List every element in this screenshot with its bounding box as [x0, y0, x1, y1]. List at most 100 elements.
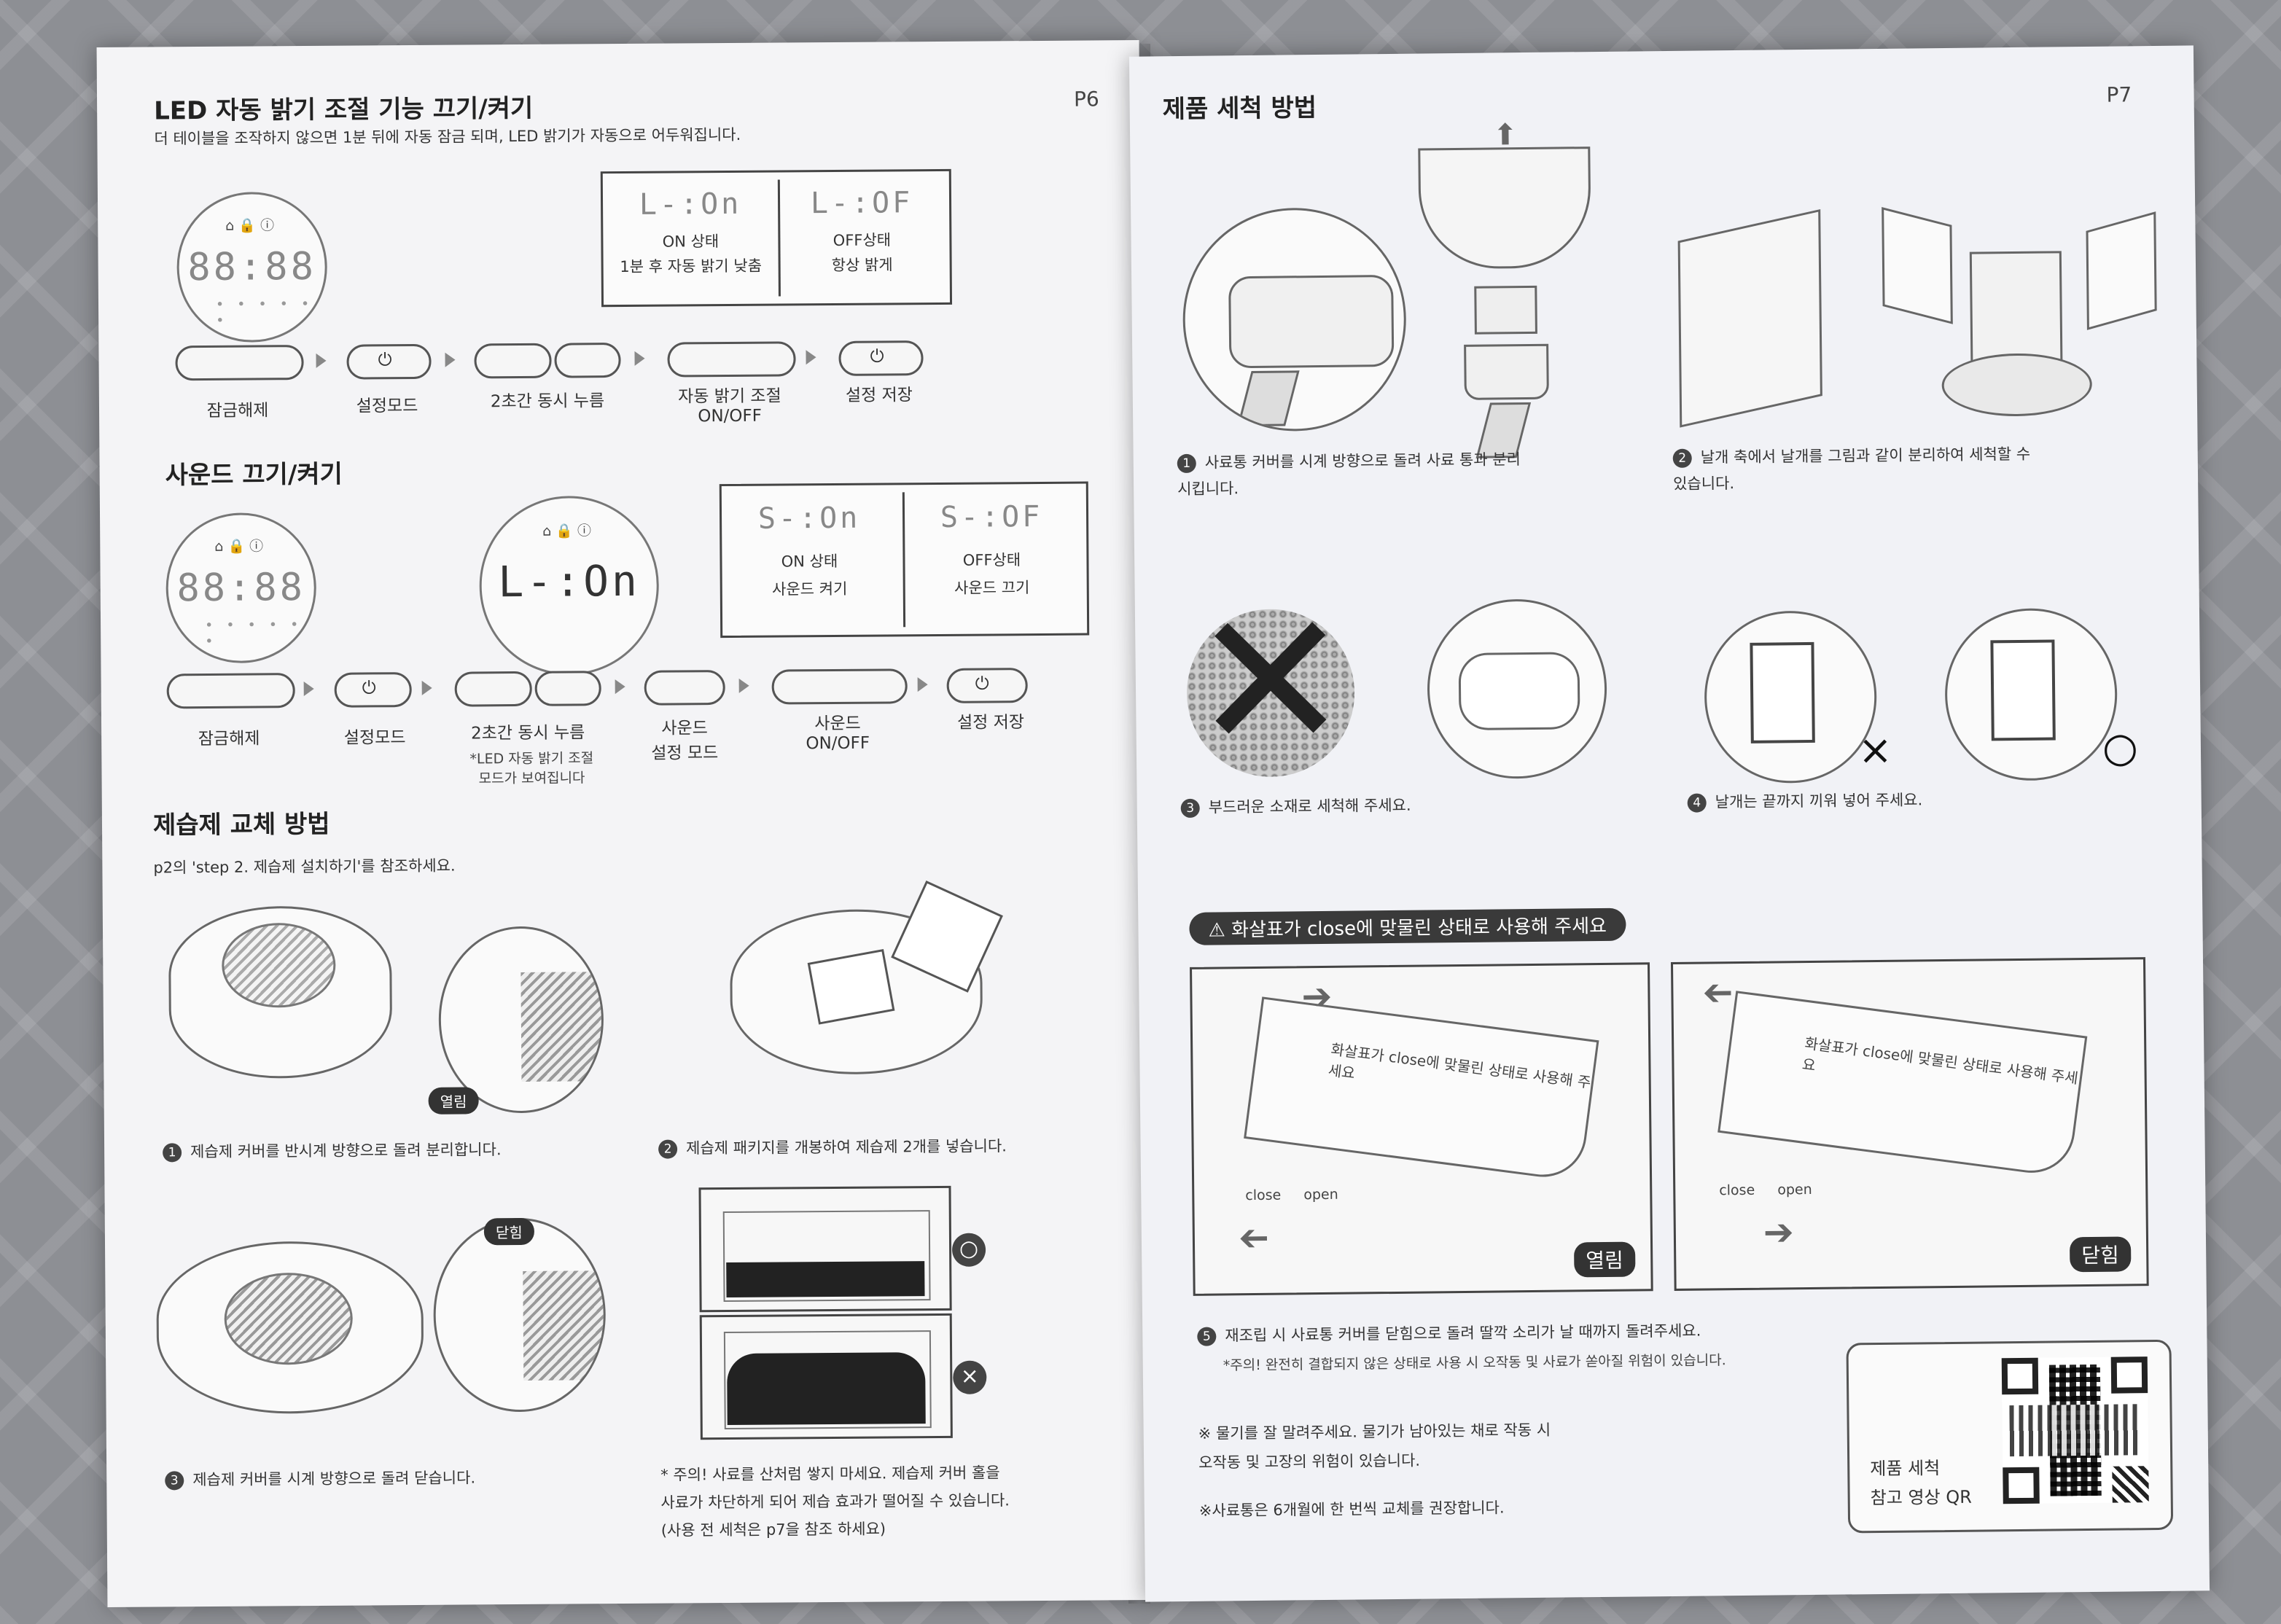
cover-body [1228, 274, 1395, 369]
warning-icon: ⚠ [1208, 919, 1232, 942]
close-state-panel: 화살표가 close에 맞물린 상태로 사용해 주세요 close open ➔… [1670, 957, 2149, 1291]
power-icon: ⏻ [870, 346, 884, 367]
blade-wing [1882, 207, 1953, 324]
led-step-setting: 설정모드 [356, 396, 418, 416]
food-container [1418, 147, 1592, 270]
step-number: 3 [165, 1471, 184, 1491]
led-brightness-buttons[interactable] [667, 341, 796, 378]
blade-removal [1677, 208, 1822, 428]
food-level-flat [726, 1261, 925, 1298]
up-arrow-icon: ⬆ [1492, 118, 1518, 152]
sound-step-toggle: 사운드 ON/OFF [806, 714, 870, 754]
led-save-button[interactable]: ⏻ [838, 340, 924, 376]
sound-power-button[interactable]: ⏻ [334, 672, 412, 708]
desiccant-closed-illustration [432, 1217, 607, 1413]
open-tag: 열림 [1574, 1241, 1636, 1278]
led-unlock-buttons[interactable] [175, 345, 304, 381]
sound-left-button[interactable] [454, 671, 532, 707]
led-step-save: 설정 저장 [845, 386, 913, 405]
sponge-icon [1458, 652, 1580, 731]
led-right-button[interactable] [554, 343, 621, 378]
desiccant-reference: p2의 'step 2. 제습제 설치하기'를 참조하세요. [153, 856, 456, 877]
led-step-press: 2초간 동시 누름 [490, 391, 605, 412]
led-step-auto: 자동 밝기 조절 ON/OFF [678, 386, 781, 426]
step-number: 5 [1197, 1327, 1217, 1346]
label-open: open [1777, 1181, 1812, 1198]
close-tag: 닫힘 [483, 1217, 534, 1246]
sound-toggle-buttons[interactable] [771, 668, 908, 705]
warning-text: 화살표가 close에 맞물린 상태로 사용해 주세요 [1231, 915, 1607, 942]
led-display-circle: ⌂ 🔒 ⓘ 88:88 • • • • • • [176, 191, 328, 343]
page-number-p6: P6 [1073, 87, 1099, 112]
desiccant-step2-text: 제습제 패키지를 개봉하여 제습제 2개를 넣습니다. [686, 1137, 1007, 1158]
qr-finder [2001, 1357, 2039, 1395]
cover-grid [224, 1272, 354, 1365]
led-left-button[interactable] [474, 343, 552, 379]
led-section-title: LED 자동 밝기 조절 기능 끄기/켜기 [154, 93, 534, 126]
callout-divider [902, 492, 906, 628]
cleaning-section-title: 제품 세척 방법 [1162, 93, 1317, 125]
desiccant-cover-illustration [168, 905, 393, 1080]
cleaning-step4-text: 날개는 끝까지 끼워 넣어 주세요. [1715, 791, 1923, 811]
sound-off-code: S-:OF [940, 499, 1043, 534]
qr-label: 제품 세척 참고 영상 QR [1870, 1458, 1972, 1509]
desiccant-step3-text: 제습제 커버를 시계 방향으로 돌려 닫습니다. [192, 1469, 476, 1489]
power-icon: ⏻ [362, 677, 376, 698]
led-off-desc: 항상 밝게 [831, 256, 893, 274]
led-on-title: ON 상태 [662, 233, 720, 251]
step-arrow [303, 681, 314, 697]
desiccant-section-title: 제습제 교체 방법 [152, 809, 330, 840]
right-arrow-icon: ➔ [1763, 1211, 1795, 1254]
sound-save-button[interactable]: ⏻ [946, 668, 1028, 703]
qr-box: 제품 세척 참고 영상 QR [1846, 1339, 2174, 1534]
sound-step-press: 2초간 동시 누름 [470, 723, 585, 743]
sound-unlock-buttons[interactable] [166, 673, 295, 709]
qr-code[interactable] [2001, 1356, 2149, 1504]
qr-modules [2009, 1404, 2142, 1457]
manual-page-p6: LED 자동 밝기 조절 기능 끄기/켜기 P6 더 테이블을 조작하지 않으면… [96, 40, 1150, 1607]
lid-label: 화살표가 close에 맞물린 상태로 사용해 주세요 [1244, 996, 1599, 1182]
qr-finder [2003, 1467, 2040, 1504]
step-arrow [917, 677, 928, 692]
sound-section-title: 사운드 끄기/켜기 [165, 459, 343, 491]
label-close: close [1719, 1182, 1755, 1199]
blade-wrong-illustration [1703, 610, 1878, 784]
cleaning-step3-text: 부드러운 소재로 세척해 주세요. [1208, 796, 1411, 816]
sound-on-title: ON 상태 [781, 552, 838, 571]
led-description: 더 테이블을 조작하지 않으면 1분 뒤에 자동 잠금 되며, LED 밝기가 … [154, 125, 741, 148]
blade-base [1941, 352, 2093, 418]
lid-label-text: 화살표가 close에 맞물린 상태로 사용해 주세요 [1801, 1034, 2080, 1088]
led-on-code: L-:On [639, 187, 742, 222]
cover-grid [221, 922, 336, 1008]
sound-step-note: *LED 자동 밝기 조절 모드가 보여집니다 [469, 750, 594, 787]
base-part [1464, 343, 1549, 400]
status-icons: ⌂ 🔒 ⓘ [542, 523, 592, 539]
chute [1237, 370, 1300, 427]
step-arrow [316, 353, 327, 368]
step-number: 1 [163, 1143, 182, 1163]
correct-mark: ○ [951, 1233, 986, 1267]
led-step-unlock: 잠금해제 [206, 401, 269, 421]
sound-step-setting: 설정모드 [343, 728, 406, 748]
page-number-p7: P7 [2106, 82, 2132, 107]
sound-right-button[interactable] [534, 671, 601, 706]
soft-sponge-illustration [1426, 598, 1608, 780]
step-number: 3 [1180, 798, 1200, 819]
sound-display-circle-2: ⌂ 🔒 ⓘ L-:On [478, 495, 660, 676]
warning-banner: ⚠ 화살표가 close에 맞물린 상태로 사용해 주세요 [1189, 907, 1626, 945]
status-icons: ⌂ 🔒 ⓘ [214, 538, 264, 555]
sound-mode-button[interactable] [644, 670, 725, 706]
power-icon: ⏻ [378, 349, 392, 370]
correct-fill-box [698, 1185, 952, 1313]
led-off-code: L-:OF [810, 186, 913, 221]
sound-step-mode: 사운드 설정 모드 [651, 719, 719, 763]
blade-part [1474, 285, 1537, 335]
right-arrow-icon: ➔ [1301, 975, 1333, 1018]
led-power-button[interactable]: ⏻ [346, 343, 432, 380]
